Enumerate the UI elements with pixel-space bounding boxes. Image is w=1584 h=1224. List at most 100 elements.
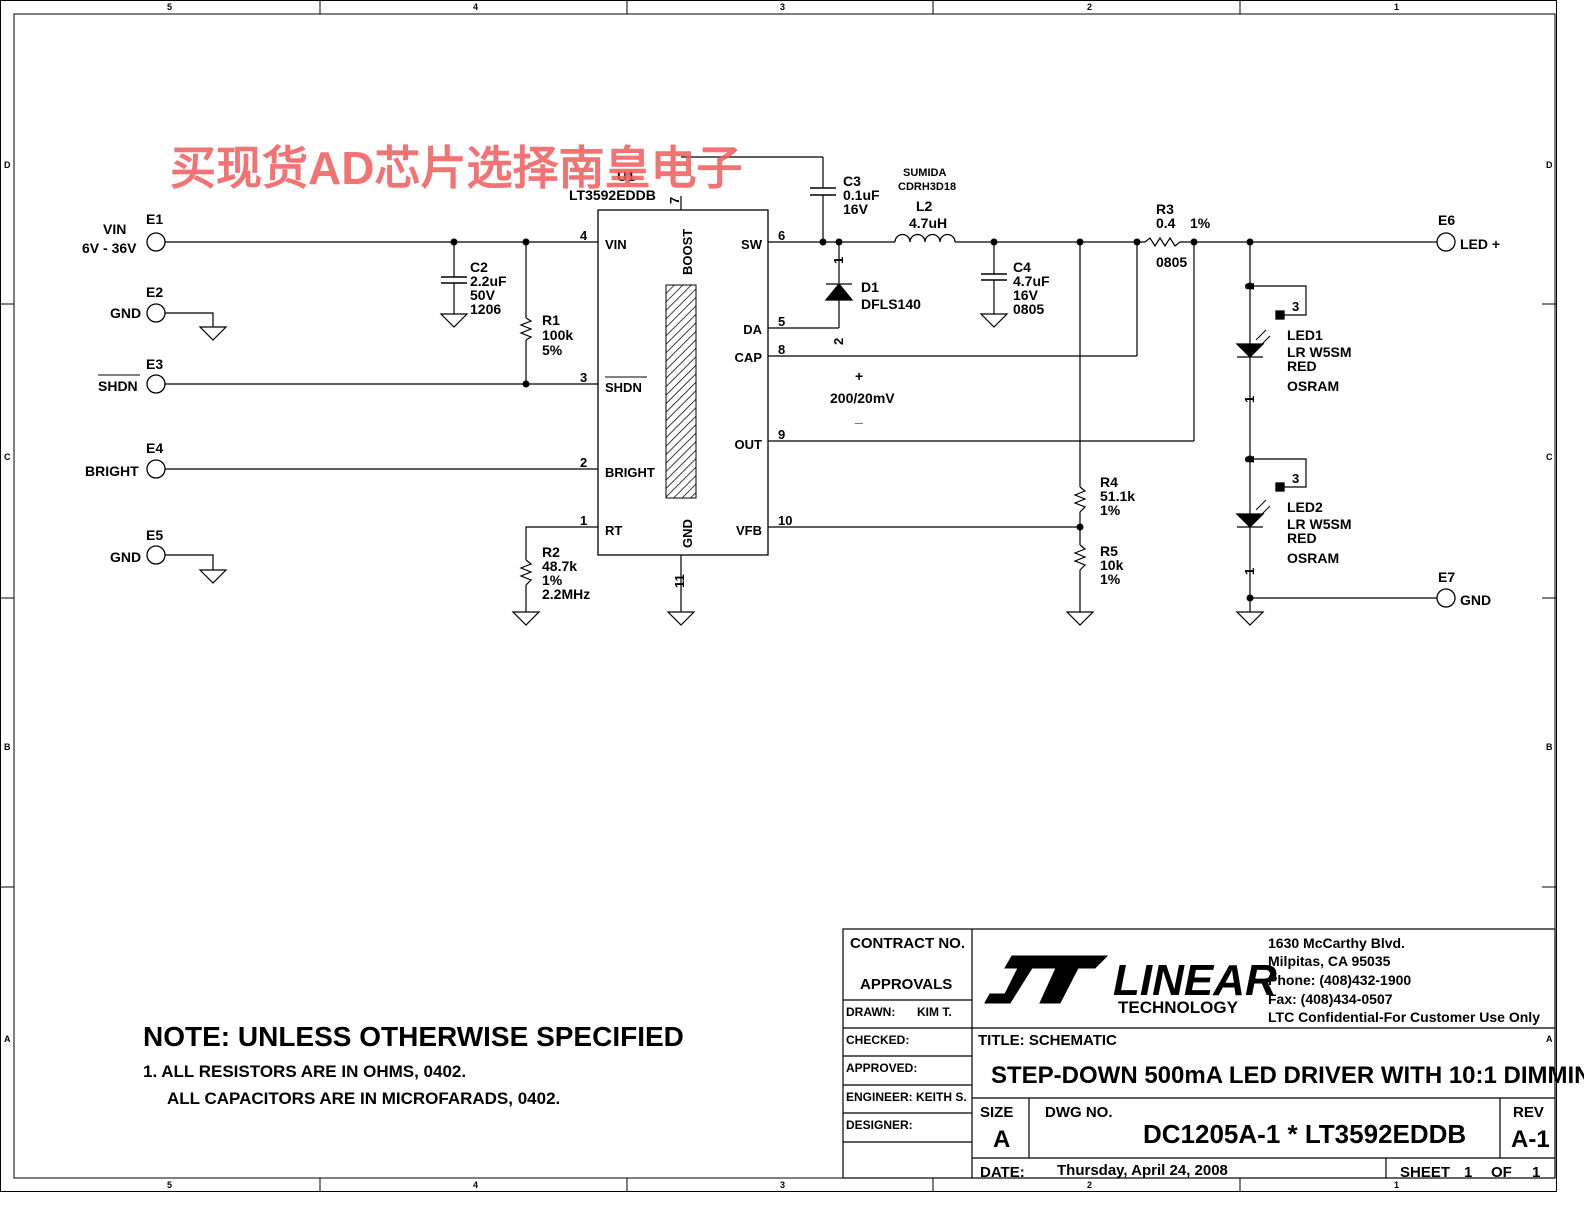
svg-text:C3: C3 xyxy=(843,173,861,189)
svg-text:LED2: LED2 xyxy=(1287,499,1323,515)
svg-text:LED +: LED + xyxy=(1460,236,1500,252)
svg-text:GND: GND xyxy=(1460,592,1491,608)
terminal-e3-icon xyxy=(146,374,166,394)
svg-text:1: 1 xyxy=(1242,568,1257,575)
svg-text:R5: R5 xyxy=(1100,543,1118,559)
svg-text:DATE:: DATE: xyxy=(980,1164,1025,1181)
watermark-text: 买现货AD芯片选择南皇电子 xyxy=(170,142,742,194)
pin-name: CAP xyxy=(735,350,763,365)
svg-text:+: + xyxy=(855,368,863,384)
pin-name: SW xyxy=(741,237,763,252)
svg-text:OF: OF xyxy=(1491,1164,1512,1181)
svg-text:51.1k: 51.1k xyxy=(1100,488,1135,504)
svg-text:TITLE: SCHEMATIC: TITLE: SCHEMATIC xyxy=(978,1032,1117,1049)
svg-text:E5: E5 xyxy=(146,527,163,543)
pin-num: 3 xyxy=(580,370,587,385)
svg-text:APPROVALS: APPROVALS xyxy=(860,976,952,993)
svg-text:E2: E2 xyxy=(146,284,163,300)
terminal-icons xyxy=(146,232,1456,608)
terminal-e7-icon xyxy=(1436,588,1456,608)
diode-d1-icon xyxy=(824,282,854,301)
ic-exposed-pad xyxy=(665,284,697,499)
ground-icon xyxy=(198,569,228,584)
svg-text:E3: E3 xyxy=(146,356,163,372)
pin-num: 6 xyxy=(778,228,785,243)
svg-text:1%: 1% xyxy=(1100,502,1121,518)
svg-text:2: 2 xyxy=(1242,456,1257,463)
pin-name: DA xyxy=(743,322,762,337)
ground-icon xyxy=(979,313,1009,328)
notes: NOTE: UNLESS OTHERWISE SPECIFIED 1. ALL … xyxy=(143,1021,684,1108)
wires xyxy=(163,156,1437,612)
junctions xyxy=(450,238,1254,602)
svg-text:LR W5SM: LR W5SM xyxy=(1287,516,1352,532)
ground-icon xyxy=(1065,611,1095,626)
svg-text:16V: 16V xyxy=(1013,287,1039,303)
svg-text:2: 2 xyxy=(831,338,846,345)
resistor-r5-icon xyxy=(1073,544,1087,571)
svg-text:E7: E7 xyxy=(1438,569,1455,585)
svg-text:R4: R4 xyxy=(1100,474,1118,490)
resistor-r1-icon xyxy=(519,317,533,341)
note-line: 1. ALL RESISTORS ARE IN OHMS, 0402. xyxy=(143,1062,466,1081)
row-label: B xyxy=(4,742,11,752)
svg-text:2.2MHz: 2.2MHz xyxy=(542,586,590,602)
lt-logo-icon xyxy=(984,955,1109,1004)
svg-text:200/20mV: 200/20mV xyxy=(830,390,895,406)
pin-name: VIN xyxy=(605,237,627,252)
svg-text:DRAWN:: DRAWN: xyxy=(846,1005,895,1019)
svg-text:100k: 100k xyxy=(542,327,573,343)
svg-text:0.1uF: 0.1uF xyxy=(843,187,880,203)
led-icons xyxy=(1235,310,1285,528)
ground-icon xyxy=(439,313,469,328)
svg-text:1206: 1206 xyxy=(470,301,501,317)
drawing-frame xyxy=(0,0,1557,1192)
row-label: D xyxy=(1546,160,1553,170)
row-label: A xyxy=(1546,1034,1553,1044)
note-line: ALL CAPACITORS ARE IN MICROFARADS, 0402. xyxy=(167,1089,560,1108)
svg-text:RED: RED xyxy=(1287,530,1317,546)
svg-text:5%: 5% xyxy=(542,342,563,358)
svg-text:1: 1 xyxy=(1464,1164,1472,1181)
col-label: 5 xyxy=(167,1180,172,1190)
svg-text:1%: 1% xyxy=(542,572,563,588)
ic-u1: U1 LT3592EDDB VIN SHDN BRIGHT RT 4 3 2 1… xyxy=(569,168,792,588)
svg-text:1: 1 xyxy=(1532,1164,1540,1181)
svg-text:4.7uF: 4.7uF xyxy=(1013,273,1050,289)
svg-text:4.7uH: 4.7uH xyxy=(909,215,947,231)
svg-text:A: A xyxy=(993,1126,1010,1153)
col-label: 1 xyxy=(1394,1180,1399,1190)
pin-num: 9 xyxy=(778,427,785,442)
svg-text:STEP-DOWN 500mA LED DRIVER WIT: STEP-DOWN 500mA LED DRIVER WITH 10:1 DIM… xyxy=(991,1062,1584,1089)
pin-name: VFB xyxy=(736,523,762,538)
title-block-text: CONTRACT NO. APPROVALS DRAWN: KIM T. CHE… xyxy=(846,935,1584,1181)
led2-icon xyxy=(1235,482,1285,528)
ground-icon xyxy=(666,611,696,626)
pin-name: GND xyxy=(680,519,695,548)
svg-text:KIM T.: KIM T. xyxy=(917,1005,952,1019)
row-label: A xyxy=(4,1034,11,1044)
pin-num: 8 xyxy=(778,342,785,357)
svg-text:1: 1 xyxy=(831,257,846,264)
svg-text:1: 1 xyxy=(1242,396,1257,403)
col-label: 3 xyxy=(780,2,785,12)
pin-num: 7 xyxy=(667,197,682,204)
svg-text:RED: RED xyxy=(1287,358,1317,374)
svg-text:2: 2 xyxy=(1242,283,1257,290)
svg-text:L2: L2 xyxy=(916,198,933,214)
svg-text:1630 McCarthy Blvd.: 1630 McCarthy Blvd. xyxy=(1268,935,1405,951)
pin-name: BOOST xyxy=(680,229,695,275)
pin-name: BRIGHT xyxy=(605,465,655,480)
svg-text:ENGINEER:: ENGINEER: xyxy=(846,1090,913,1104)
ground-icon xyxy=(1235,611,1265,626)
svg-text:Thursday, April 24, 2008: Thursday, April 24, 2008 xyxy=(1057,1162,1228,1179)
pin-num: 4 xyxy=(580,228,588,243)
svg-text:R3: R3 xyxy=(1156,201,1174,217)
resistor-icons xyxy=(519,236,1200,586)
svg-text:1%: 1% xyxy=(1190,215,1211,231)
led1-icon xyxy=(1235,310,1285,358)
svg-text:0805: 0805 xyxy=(1156,254,1187,270)
svg-text:Phone: (408)432-1900: Phone: (408)432-1900 xyxy=(1268,972,1411,988)
svg-text:VIN: VIN xyxy=(103,221,126,237)
pin-num: 2 xyxy=(580,455,587,470)
